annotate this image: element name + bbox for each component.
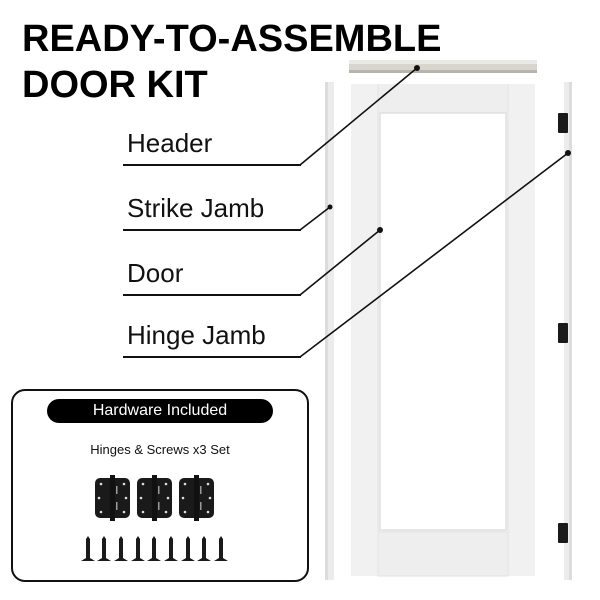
screw-icon [81,536,95,561]
underline-strike-jamb [123,229,301,231]
hinge-icon [95,475,130,521]
title-line-2: DOOR KIT [22,64,208,106]
leader-dots [327,65,571,233]
screw-icon [181,536,195,561]
label-header: Header [127,128,213,158]
label-strike-jamb: Strike Jamb [127,193,265,223]
screw-icon [164,536,178,561]
hinge-icon [137,475,172,521]
hardware-included-badge: Hardware Included [47,399,273,423]
underline-door [123,294,301,296]
label-door: Door [127,258,184,288]
screw-icon [214,536,228,561]
title-line-1: READY-TO-ASSEMBLE [22,18,442,60]
strike-jamb [325,82,334,580]
page-title: READY-TO-ASSEMBLE DOOR KIT [22,16,441,108]
screws [81,536,228,561]
label-hinge-jamb: Hinge Jamb [127,320,266,350]
underline-header [123,164,301,166]
jamb-hinge-top-icon [558,113,568,133]
header-trim [349,60,537,73]
hinge-jamb [558,82,572,580]
leader-lines [299,67,569,358]
jamb-hinge-bottom-icon [558,523,568,543]
screw-icon [97,536,111,561]
jamb-hinge-mid-icon [558,323,568,343]
screw-icon [114,536,128,561]
hinge-icon [179,475,214,521]
door-slab [351,84,535,577]
screw-icon [131,536,145,561]
underline-hinge-jamb [123,356,301,358]
screw-icon [197,536,211,561]
hardware-subtitle: Hinges & Screws x3 Set [90,442,230,457]
screw-icon [147,536,161,561]
